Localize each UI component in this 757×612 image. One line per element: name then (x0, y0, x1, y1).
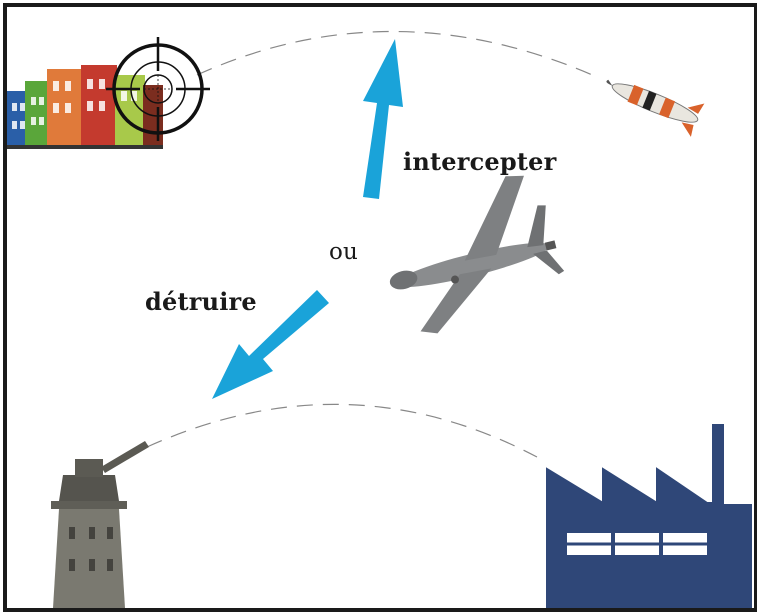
missile-icon (606, 79, 705, 137)
diagram-frame: intercepter ou détruire (3, 3, 757, 612)
destroy-label: détruire (145, 287, 257, 316)
intercept-arrow (363, 39, 403, 199)
drone-icon (389, 175, 565, 334)
destroy-arrow (212, 290, 329, 399)
or-label: ou (329, 239, 359, 265)
anti-aircraft-tower-icon (51, 441, 149, 608)
intercept-label: intercepter (403, 147, 557, 176)
missile-trajectory-top (196, 30, 598, 78)
missile-trajectory-bottom (146, 403, 538, 458)
factory-icon (546, 424, 752, 608)
crosshair-icon (106, 37, 210, 141)
houses-icon (7, 65, 163, 149)
diagram-canvas (7, 30, 752, 608)
